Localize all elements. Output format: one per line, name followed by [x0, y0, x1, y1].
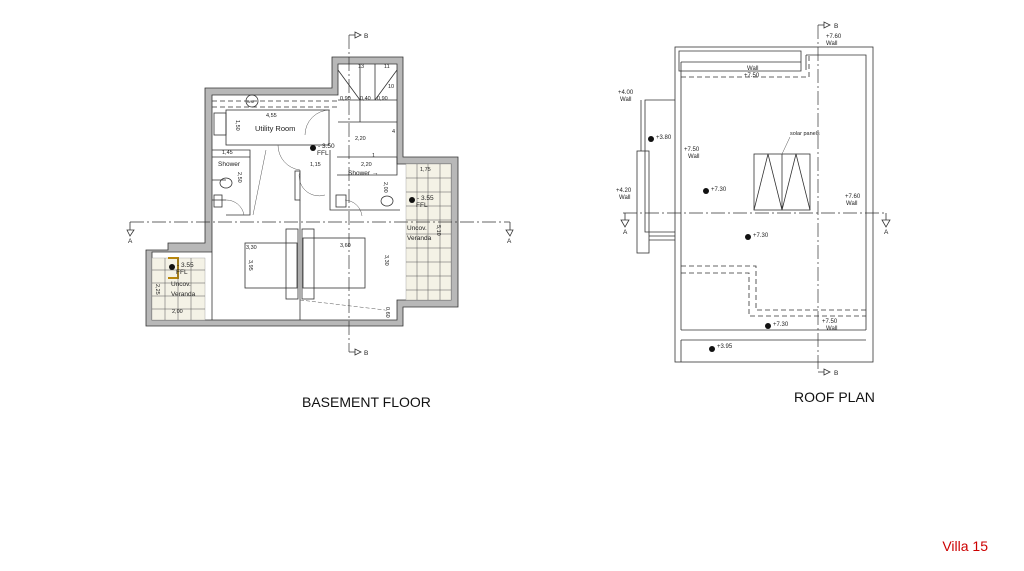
svg-text:2,25: 2,25 — [154, 284, 160, 295]
svg-text:Wall: Wall — [619, 195, 630, 201]
level-right-veranda: - 3.55 — [417, 195, 434, 202]
svg-text:2,50: 2,50 — [236, 172, 242, 183]
wm-label: WM — [247, 99, 254, 104]
roof-outline — [636, 46, 874, 363]
svg-text:Wall: Wall — [826, 326, 837, 332]
svg-text:+4.00: +4.00 — [618, 90, 634, 96]
sheet-label: Villa 15 — [942, 538, 988, 554]
svg-text:Wall: Wall — [826, 41, 837, 47]
svg-text:1,75: 1,75 — [420, 167, 431, 173]
svg-text:1,50: 1,50 — [234, 120, 240, 131]
svg-text:+7.50: +7.50 — [744, 73, 760, 79]
svg-text:4: 4 — [392, 129, 395, 135]
svg-text:0,90: 0,90 — [340, 96, 351, 102]
svg-text:+3.80: +3.80 — [656, 135, 672, 141]
svg-text:+7.30: +7.30 — [753, 233, 769, 239]
svg-text:1,15: 1,15 — [310, 162, 321, 168]
roof-section-a-right: A — [884, 229, 889, 236]
roof-title: ROOF PLAN — [794, 389, 875, 405]
solar-panels — [753, 136, 811, 211]
svg-text:+7.60: +7.60 — [826, 34, 842, 40]
svg-text:+7.60: +7.60 — [845, 194, 861, 200]
room-label-right-veranda-2: Veranda — [407, 235, 432, 242]
svg-text:2,00: 2,00 — [382, 182, 388, 193]
svg-text:Wall: Wall — [620, 97, 631, 103]
svg-text:+7.30: +7.30 — [711, 187, 727, 193]
beds — [244, 228, 366, 300]
svg-text:0,90: 0,90 — [377, 96, 388, 102]
level-markers — [169, 145, 415, 270]
svg-text:2,20: 2,20 — [361, 162, 372, 168]
svg-text:Wall: Wall — [747, 66, 758, 72]
svg-text:0,60: 0,60 — [384, 307, 390, 318]
roof-level-markers — [648, 136, 771, 352]
dimensions: 4,55 1,50 1,45 2,50 1,15 2,20 2,20 2,00 … — [154, 64, 441, 318]
tile-grid — [152, 164, 451, 320]
svg-text:2,00: 2,00 — [172, 309, 183, 315]
room-label-shower-left: Shower — [218, 161, 241, 168]
svg-text:Wall: Wall — [846, 201, 857, 207]
svg-text:+4.20: +4.20 — [616, 188, 632, 194]
roof-section-a-left: A — [623, 229, 628, 236]
svg-text:+3.95: +3.95 — [717, 344, 733, 350]
doors — [225, 109, 386, 311]
section-markers — [126, 31, 514, 356]
svg-text:0,40: 0,40 — [360, 96, 371, 102]
room-label-left-veranda-1: Uncov. — [171, 281, 191, 288]
level-hall: - 3.50 — [318, 143, 335, 150]
svg-text:1: 1 — [372, 153, 375, 159]
fixtures — [213, 94, 394, 208]
level-left-veranda: - 3.55 — [177, 262, 194, 269]
room-label-utility: Utility Room — [255, 124, 295, 133]
svg-text:1,45: 1,45 — [222, 150, 233, 156]
solar-panels-label: solar panels — [790, 131, 820, 137]
svg-text:10: 10 — [388, 84, 394, 90]
section-b-label-bottom: B — [364, 350, 368, 357]
section-a-label-right: A — [507, 238, 512, 245]
svg-text:+7.50: +7.50 — [684, 147, 700, 153]
svg-text:Wall: Wall — [688, 154, 699, 160]
section-a-label-left: A — [128, 238, 133, 245]
ffl-hall: FFL — [317, 150, 329, 157]
roof-dashed-outlines — [681, 55, 866, 317]
svg-text:4,55: 4,55 — [266, 113, 277, 119]
svg-text:3,30: 3,30 — [383, 255, 389, 266]
svg-text:+7.30: +7.30 — [773, 322, 789, 328]
roof-section-b-bottom: B — [834, 370, 838, 377]
roof-section-markers — [620, 21, 891, 376]
svg-text:2,20: 2,20 — [355, 136, 366, 142]
svg-text:5,10: 5,10 — [435, 225, 441, 236]
ffl-right-veranda: FFL — [416, 202, 428, 209]
basement-plan: A A B B Utility Room Shower Shower → Unc… — [126, 31, 514, 410]
room-label-shower-right: Shower → — [348, 170, 378, 177]
basement-title: BASEMENT FLOOR — [302, 394, 431, 410]
svg-text:+7.50: +7.50 — [822, 319, 838, 325]
interior-walls — [212, 64, 400, 320]
room-label-left-veranda-2: Veranda — [171, 291, 196, 298]
svg-text:3,30: 3,30 — [246, 245, 257, 251]
right-veranda-floor — [405, 163, 452, 301]
room-label-right-veranda-1: Uncov. — [407, 225, 427, 232]
svg-text:11: 11 — [384, 64, 390, 70]
roof-section-b-top: B — [834, 23, 838, 30]
svg-text:3,60: 3,60 — [340, 243, 351, 249]
svg-text:13: 13 — [358, 64, 364, 70]
section-b-label-top: B — [364, 33, 368, 40]
svg-text:3,95: 3,95 — [247, 260, 253, 271]
ffl-left-veranda: FFL — [176, 269, 188, 276]
